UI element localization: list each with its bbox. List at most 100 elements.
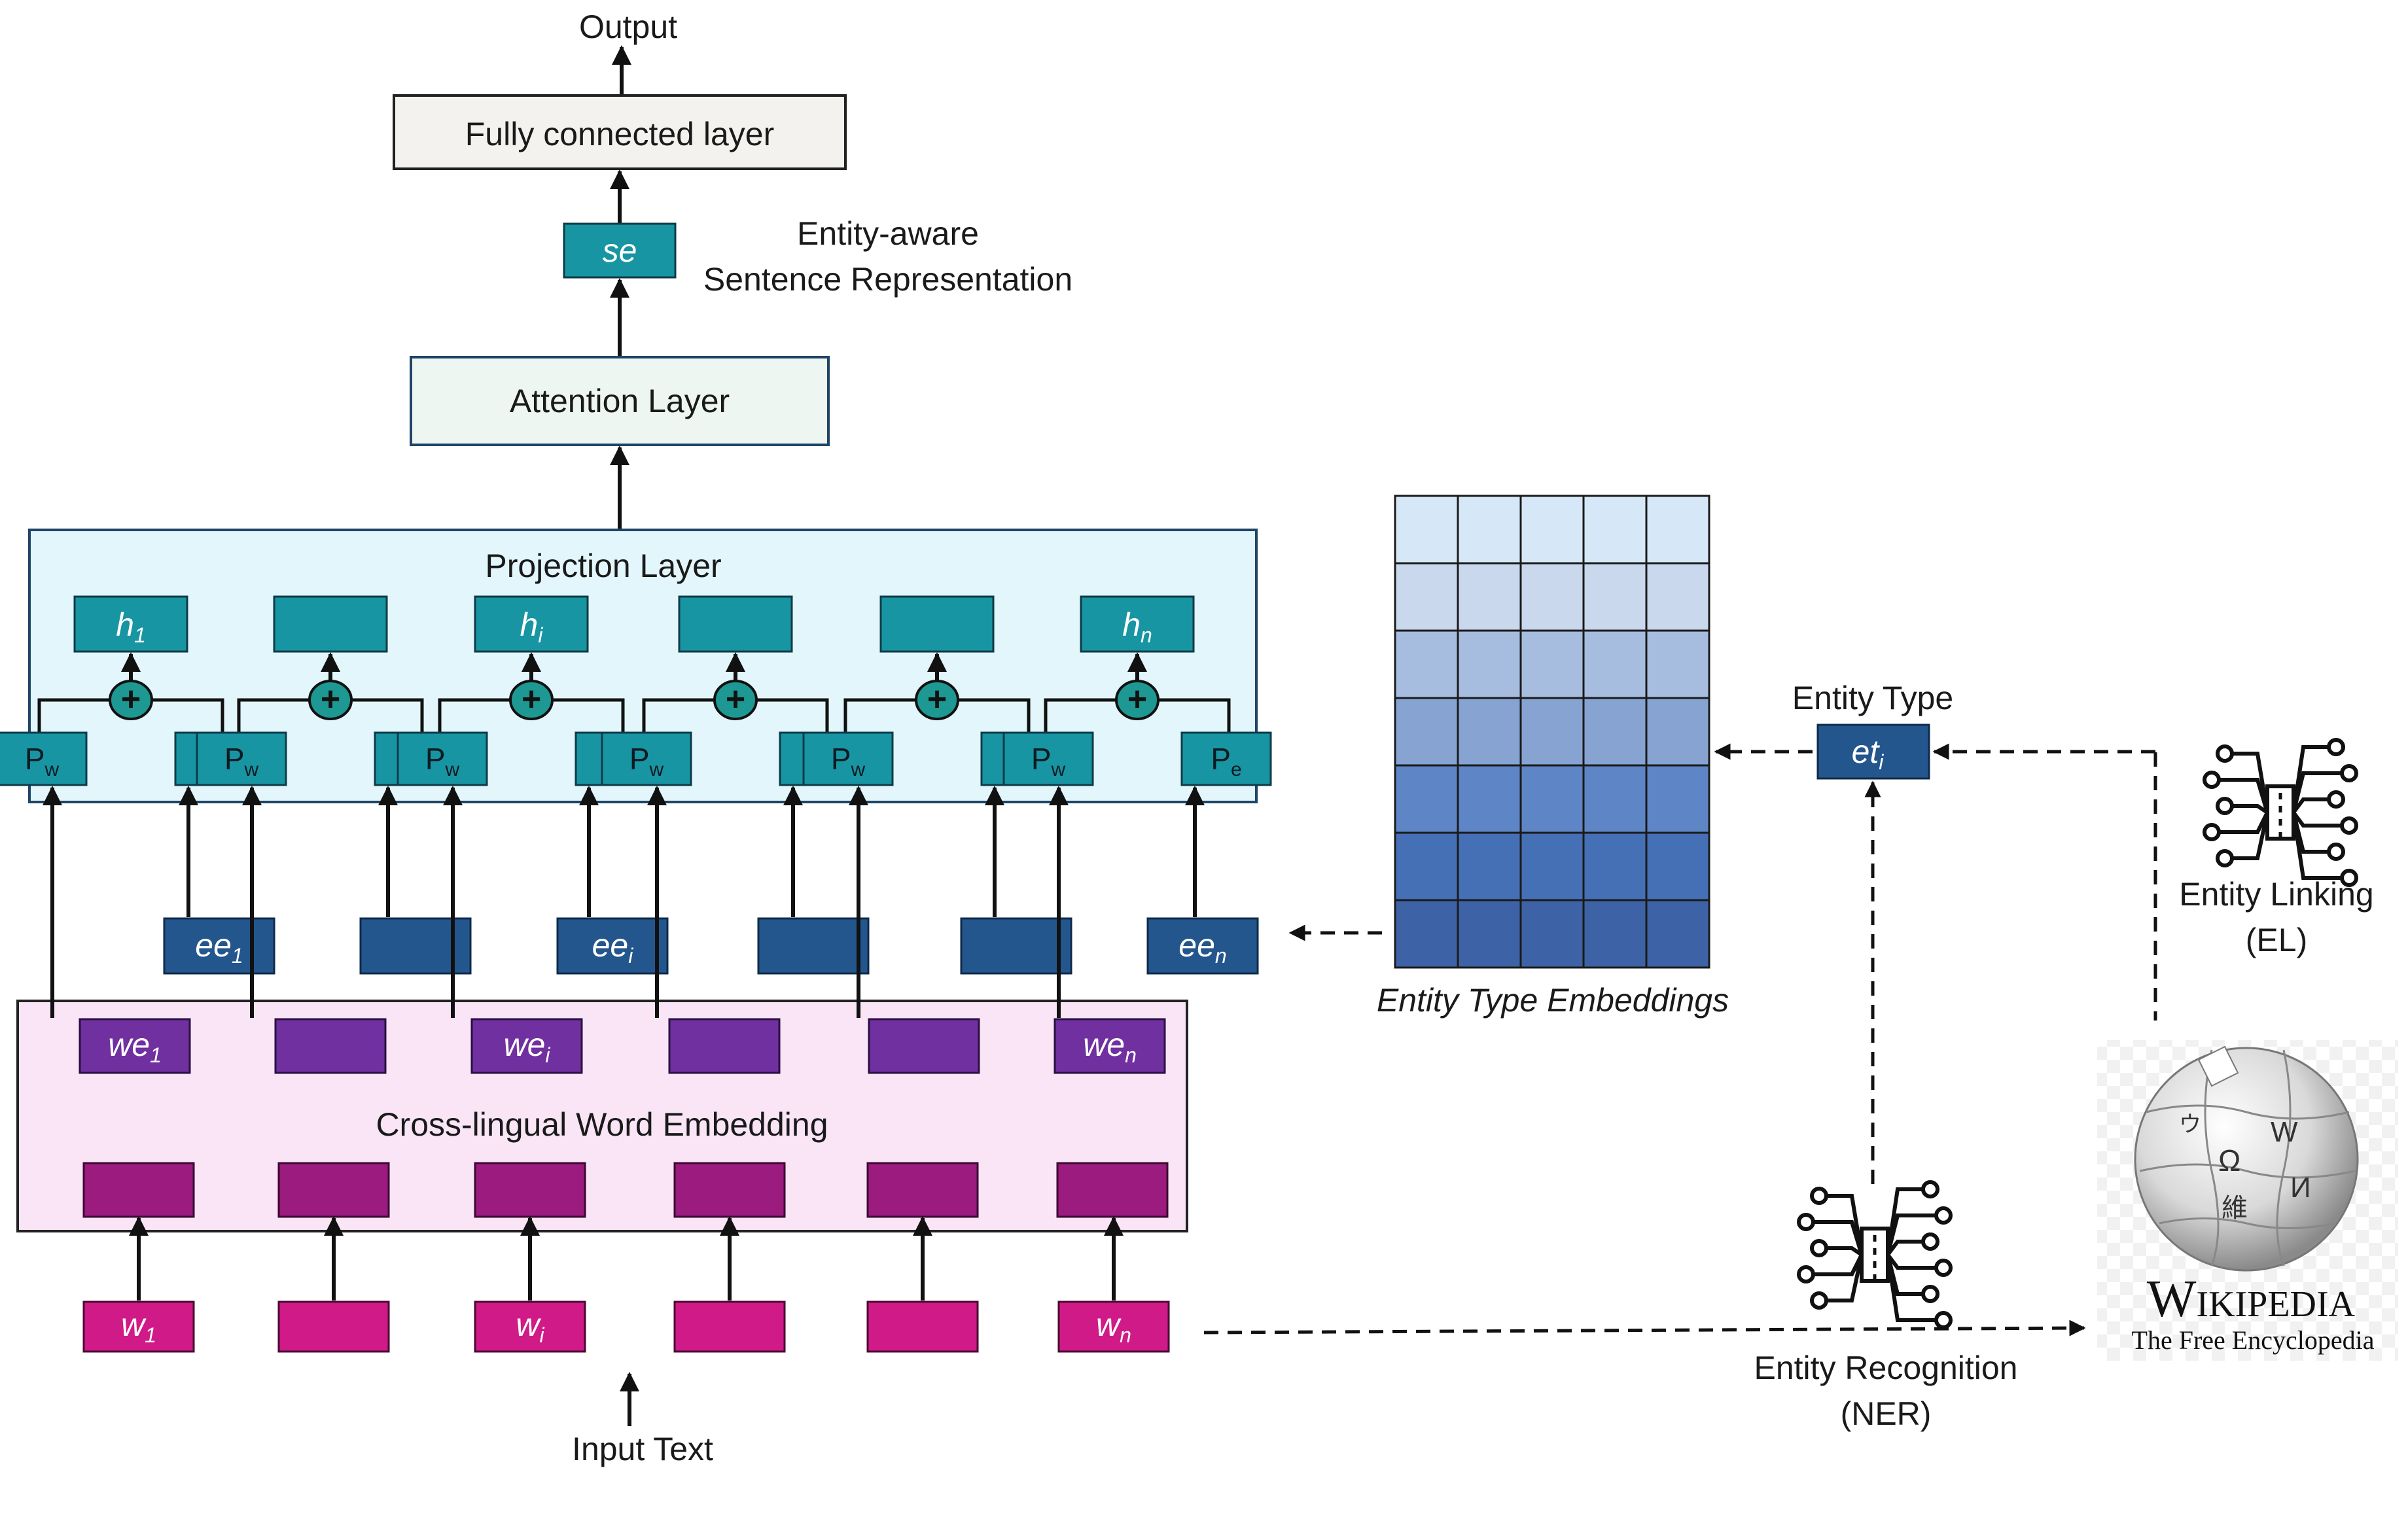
attention-layer-label: Attention Layer bbox=[510, 383, 730, 419]
hidden-state-label: hi bbox=[520, 606, 544, 647]
hidden-state-box bbox=[474, 595, 589, 653]
embedding-cell bbox=[1645, 697, 1710, 767]
embedding-cell bbox=[1519, 899, 1585, 969]
pw-box bbox=[802, 731, 894, 786]
pw-box bbox=[397, 731, 488, 786]
wikipedia-subtitle: The Free Encyclopedia bbox=[2132, 1325, 2375, 1355]
et-i-box bbox=[1816, 724, 1930, 780]
pw-box-label: Pw bbox=[1031, 742, 1066, 780]
plus-symbol: + bbox=[1127, 680, 1147, 718]
embedding-cell bbox=[1457, 764, 1522, 834]
entity-embedding-box bbox=[1146, 917, 1259, 975]
hidden-state-box bbox=[879, 595, 995, 653]
pw-box-label: Pw bbox=[425, 742, 460, 780]
embedding-cell bbox=[1394, 764, 1459, 834]
token-encoding-box bbox=[1056, 1162, 1169, 1218]
word-embedding-box bbox=[1054, 1018, 1166, 1074]
input-token-box bbox=[673, 1300, 786, 1353]
pw-box bbox=[196, 731, 287, 786]
pw-box-label: Pw bbox=[224, 742, 259, 780]
token-encoding-box bbox=[82, 1162, 195, 1218]
word-embedding-label: we1 bbox=[108, 1026, 162, 1067]
pe-box bbox=[1180, 731, 1272, 786]
se-box bbox=[563, 222, 677, 279]
entity-linking-label-line2: (EL) bbox=[2246, 922, 2307, 958]
pw-box-label: Pw bbox=[831, 742, 866, 780]
svg-text:И: И bbox=[2290, 1172, 2311, 1204]
entity-type-label: Entity Type bbox=[1792, 680, 1953, 716]
wikipedia-globe-icon: Ω W И 維 ウ bbox=[2134, 1045, 2359, 1272]
plus-symbol: + bbox=[321, 680, 340, 718]
output-label: Output bbox=[579, 9, 677, 45]
entity-linking-label-line1: Entity Linking bbox=[2179, 876, 2373, 913]
plus-circle-icon bbox=[509, 680, 554, 720]
embedding-cell bbox=[1457, 831, 1522, 901]
word-embedding-box bbox=[668, 1018, 781, 1074]
embedding-cell bbox=[1645, 629, 1710, 699]
hidden-state-box bbox=[273, 595, 388, 653]
embedding-cell bbox=[1645, 831, 1710, 901]
embedding-cell bbox=[1457, 697, 1522, 767]
embedding-cell bbox=[1519, 764, 1585, 834]
embedding-cell bbox=[1582, 629, 1648, 699]
embedding-cell bbox=[1645, 764, 1710, 834]
pe-box-label: Pe bbox=[1211, 742, 1241, 780]
input-token-box bbox=[1057, 1300, 1170, 1353]
embedding-cell bbox=[1394, 495, 1459, 565]
entity-embedding-box bbox=[757, 917, 870, 975]
fully-connected-layer-label: Fully connected layer bbox=[465, 116, 774, 152]
vertical-connection-arrows bbox=[43, 786, 1205, 1018]
embedding-cell bbox=[1394, 697, 1459, 767]
input-token-label: wi bbox=[516, 1306, 544, 1347]
embedding-cell bbox=[1457, 899, 1522, 969]
plus-symbol: + bbox=[726, 680, 745, 718]
plus-circle-icon bbox=[915, 680, 959, 720]
neural-network-icon bbox=[2203, 738, 2358, 887]
pw-box-label: Pw bbox=[25, 742, 60, 780]
embedding-cell bbox=[1582, 495, 1648, 565]
plus-symbol: + bbox=[522, 680, 541, 718]
token-encoding-box bbox=[474, 1162, 586, 1218]
wikipedia-title: Wikipedia bbox=[2147, 1270, 2356, 1328]
hidden-state-box bbox=[678, 595, 793, 653]
entity-embedding-box bbox=[163, 917, 275, 975]
pw-box bbox=[1002, 731, 1094, 786]
plus-circle-icon bbox=[1115, 680, 1160, 720]
wikipedia-logo: Ω W И 維 ウ Wikipedia The Free Encyclopedi… bbox=[2097, 1040, 2398, 1361]
entity-recognition-label-line2: (NER) bbox=[1841, 1395, 1932, 1432]
embedding-cell bbox=[1582, 764, 1648, 834]
embedding-cell bbox=[1457, 562, 1522, 632]
embedding-cell bbox=[1457, 629, 1522, 699]
svg-text:W: W bbox=[2271, 1116, 2298, 1148]
entity-recognition-label-line1: Entity Recognition bbox=[1754, 1350, 2017, 1386]
embedding-cell bbox=[1394, 562, 1459, 632]
embedding-cell bbox=[1457, 495, 1522, 565]
token-encoding-box bbox=[277, 1162, 390, 1218]
embedding-cell bbox=[1394, 831, 1459, 901]
entity-aware-label-line1: Entity-aware bbox=[797, 215, 979, 252]
word-embedding-box bbox=[868, 1018, 980, 1074]
pw-box bbox=[601, 731, 692, 786]
entity-embedding-label: ee1 bbox=[195, 927, 243, 968]
hidden-state-box bbox=[73, 595, 188, 653]
projection-layer: Projection Layer h1+PwPe+PwPehi+PwPe+PwP… bbox=[0, 529, 1272, 803]
input-text-label: Input Text bbox=[572, 1431, 713, 1467]
embedding-cell bbox=[1519, 562, 1585, 632]
input-token-box bbox=[866, 1300, 979, 1353]
plus-symbol: + bbox=[121, 680, 141, 718]
embedding-cell bbox=[1582, 562, 1648, 632]
neural-network-icon bbox=[1797, 1180, 1953, 1329]
et-i-label: eti bbox=[1852, 733, 1885, 774]
plus-circle-icon bbox=[109, 680, 153, 720]
word-embedding-box bbox=[470, 1018, 583, 1074]
fully-connected-layer-box bbox=[393, 94, 847, 170]
svg-text:ウ: ウ bbox=[2179, 1112, 2201, 1137]
input-token-box bbox=[474, 1300, 586, 1353]
svg-text:Ω: Ω bbox=[2218, 1143, 2240, 1178]
input-token-label: w1 bbox=[121, 1306, 156, 1347]
token-encoding-box bbox=[866, 1162, 979, 1218]
